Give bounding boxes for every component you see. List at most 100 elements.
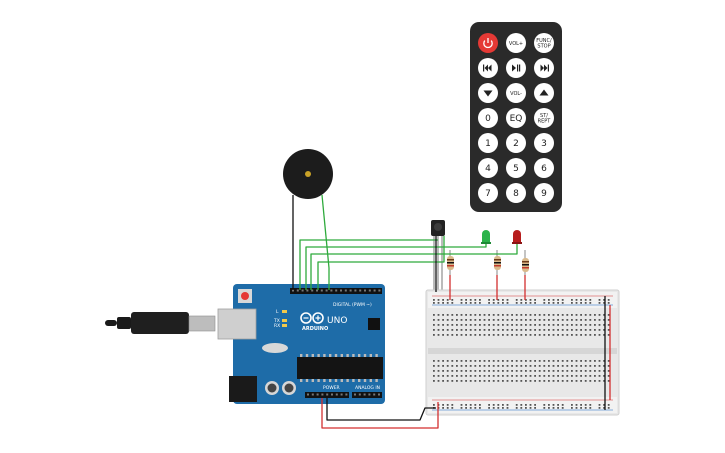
breadboard-hole[interactable] [520, 302, 523, 304]
breadboard-hole[interactable] [548, 319, 550, 321]
key-4-button[interactable]: 4 [478, 158, 498, 178]
breadboard-hole[interactable] [598, 360, 601, 362]
key-eq-button[interactable]: EQ [506, 108, 526, 128]
breadboard-hole[interactable] [456, 334, 458, 336]
breadboard-hole[interactable] [483, 319, 486, 321]
wire-green-buzzer[interactable] [321, 194, 330, 290]
wire-black-gnd[interactable] [326, 398, 436, 421]
breadboard-hole[interactable] [474, 334, 477, 336]
breadboard-hole[interactable] [566, 329, 569, 331]
breadboard-hole[interactable] [525, 334, 527, 336]
breadboard-hole[interactable] [506, 314, 509, 316]
header-pin[interactable] [359, 289, 362, 292]
breadboard-hole[interactable] [548, 302, 550, 304]
breadboard-hole[interactable] [451, 299, 454, 301]
breadboard-hole[interactable] [607, 314, 610, 316]
breadboard-hole[interactable] [571, 365, 573, 367]
breadboard-hole[interactable] [525, 380, 527, 382]
breadboard-hole[interactable] [603, 314, 605, 316]
breadboard-hole[interactable] [502, 319, 504, 321]
breadboard-hole[interactable] [598, 324, 601, 326]
breadboard-hole[interactable] [598, 302, 601, 304]
breadboard-hole[interactable] [456, 380, 458, 382]
breadboard-hole[interactable] [603, 404, 605, 406]
breadboard-hole[interactable] [479, 314, 481, 316]
breadboard-hole[interactable] [465, 319, 467, 321]
breadboard-hole[interactable] [543, 404, 546, 406]
breadboard-hole[interactable] [451, 404, 454, 406]
breadboard-hole[interactable] [525, 404, 527, 406]
breadboard-hole[interactable] [446, 319, 449, 321]
breadboard-hole[interactable] [488, 370, 490, 372]
breadboard-hole[interactable] [538, 334, 541, 336]
breadboard-hole[interactable] [589, 380, 592, 382]
breadboard-hole[interactable] [446, 407, 449, 409]
breadboard-hole[interactable] [511, 380, 513, 382]
breadboard-hole[interactable] [534, 407, 536, 409]
breadboard-hole[interactable] [543, 302, 546, 304]
breadboard-hole[interactable] [506, 365, 509, 367]
breadboard-hole[interactable] [469, 380, 472, 382]
breadboard-hole[interactable] [502, 407, 504, 409]
breadboard-hole[interactable] [571, 314, 573, 316]
breadboard-hole[interactable] [506, 404, 509, 406]
breadboard-hole[interactable] [548, 329, 550, 331]
breadboard-hole[interactable] [607, 329, 610, 331]
breadboard-hole[interactable] [497, 302, 500, 304]
breadboard-hole[interactable] [584, 380, 587, 382]
breadboard-hole[interactable] [451, 314, 454, 316]
breadboard-hole[interactable] [543, 380, 546, 382]
header-pin[interactable] [311, 393, 314, 396]
breadboard-hole[interactable] [603, 365, 605, 367]
breadboard-hole[interactable] [511, 329, 513, 331]
header-pin[interactable] [307, 393, 309, 396]
breadboard-hole[interactable] [506, 370, 509, 372]
breadboard-hole[interactable] [589, 334, 592, 336]
breadboard-hole[interactable] [607, 334, 610, 336]
breadboard-hole[interactable] [557, 324, 559, 326]
breadboard-hole[interactable] [515, 329, 518, 331]
breadboard-hole[interactable] [525, 365, 527, 367]
breadboard-hole[interactable] [469, 299, 472, 301]
breadboard-hole[interactable] [575, 360, 578, 362]
breadboard-hole[interactable] [451, 370, 454, 372]
breadboard-hole[interactable] [515, 299, 518, 301]
breadboard-hole[interactable] [543, 324, 546, 326]
breadboard-hole[interactable] [571, 324, 573, 326]
breadboard-hole[interactable] [589, 329, 592, 331]
header-pin[interactable] [316, 289, 318, 292]
breadboard-hole[interactable] [575, 407, 578, 409]
breadboard-hole[interactable] [561, 329, 564, 331]
breadboard-hole[interactable] [552, 370, 555, 372]
breadboard-hole[interactable] [561, 407, 564, 409]
skip-forward-button[interactable] [534, 58, 554, 78]
breadboard-hole[interactable] [534, 299, 536, 301]
breadboard-hole[interactable] [469, 324, 472, 326]
breadboard-hole[interactable] [497, 314, 500, 316]
breadboard-hole[interactable] [561, 299, 564, 301]
breadboard-hole[interactable] [538, 314, 541, 316]
breadboard-hole[interactable] [446, 329, 449, 331]
breadboard-hole[interactable] [460, 302, 463, 304]
breadboard-hole[interactable] [446, 314, 449, 316]
breadboard-hole[interactable] [451, 334, 454, 336]
breadboard-hole[interactable] [502, 365, 504, 367]
breadboard-hole[interactable] [492, 375, 495, 377]
breadboard-hole[interactable] [571, 319, 573, 321]
breadboard-hole[interactable] [557, 404, 559, 406]
breadboard-hole[interactable] [589, 302, 592, 304]
breadboard-hole[interactable] [543, 370, 546, 372]
breadboard-hole[interactable] [465, 324, 467, 326]
key-vol-button[interactable]: VOL- [506, 83, 526, 103]
breadboard-hole[interactable] [437, 314, 440, 316]
breadboard-hole[interactable] [543, 375, 546, 377]
breadboard-hole[interactable] [460, 375, 463, 377]
breadboard-hole[interactable] [557, 380, 559, 382]
breadboard-hole[interactable] [456, 370, 458, 372]
breadboard-hole[interactable] [571, 404, 573, 406]
breadboard-hole[interactable] [469, 370, 472, 372]
breadboard-hole[interactable] [479, 380, 481, 382]
breadboard-hole[interactable] [566, 380, 569, 382]
breadboard-hole[interactable] [520, 314, 523, 316]
breadboard-hole[interactable] [511, 334, 513, 336]
